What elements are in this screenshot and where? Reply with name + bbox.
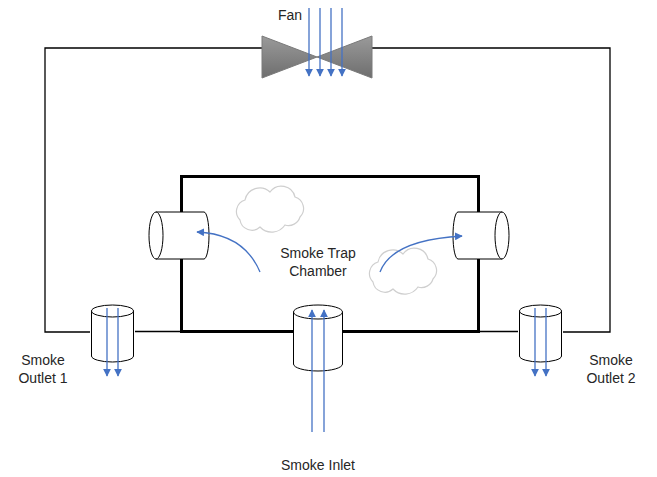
- inlet-cylinder-icon: [292, 304, 344, 372]
- exhaust-port: [149, 212, 163, 259]
- flow-arrow: [311, 310, 312, 432]
- smoke-inlet-cylinder: Smoke Inlet: [292, 304, 344, 372]
- flow-arrow: [106, 308, 107, 376]
- flow-arrow: [197, 232, 260, 272]
- outlet-cylinder-icon: [518, 304, 563, 366]
- outlet-cylinder-icon: [90, 304, 135, 366]
- smoke-cloud: [236, 186, 303, 232]
- flow-arrow: [323, 310, 324, 432]
- flow-arrow: [380, 236, 462, 272]
- flow-arrow: [534, 308, 535, 376]
- flow-arrow: [545, 308, 546, 376]
- flow-arrow: [319, 8, 320, 76]
- fan-icon: [262, 36, 372, 78]
- flow-arrow: [330, 8, 331, 76]
- outlet-label: Smoke Outlet 1: [2, 351, 84, 387]
- exhaust-port: [156, 212, 209, 259]
- flow-arrow: [308, 8, 309, 76]
- duct-line: [45, 48, 262, 332]
- smoke-outlet-cylinder: Smoke Outlet 1: [90, 304, 135, 366]
- inlet-label: Smoke Inlet: [258, 456, 378, 474]
- outlet-label: Smoke Outlet 2: [570, 351, 652, 387]
- smoke-outlet-cylinder: Smoke Outlet 2: [518, 304, 563, 366]
- smoke-cloud: [369, 248, 436, 294]
- flow-arrow: [117, 308, 118, 376]
- duct-line: [479, 331, 518, 332]
- exhaust-port: [495, 212, 509, 259]
- fan-label: Fan: [278, 6, 312, 24]
- chamber-label: Smoke Trap Chamber: [268, 244, 368, 280]
- flow-arrow: [341, 8, 342, 76]
- duct-line: [135, 331, 181, 332]
- fan-symbol: Fan: [262, 36, 372, 78]
